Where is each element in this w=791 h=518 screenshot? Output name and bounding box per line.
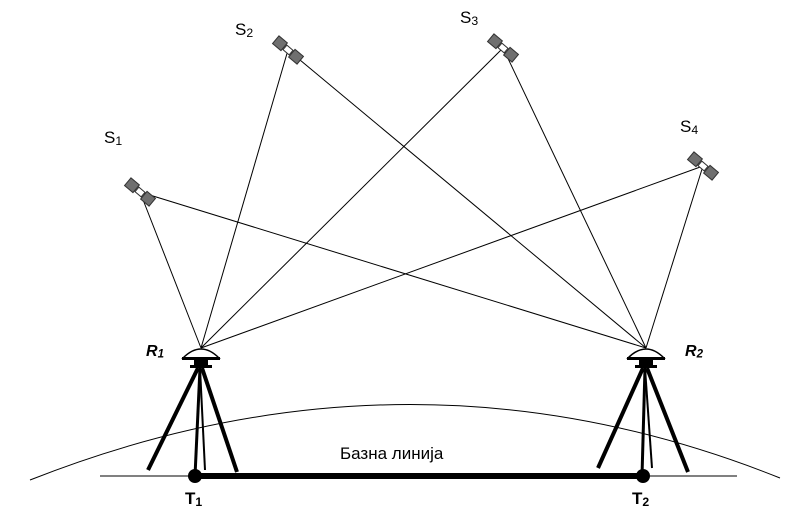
signal-lines bbox=[139, 47, 704, 349]
satellite-label-s4: S4 bbox=[680, 117, 699, 137]
signal-s1-r2 bbox=[139, 191, 647, 349]
baseline-label: Базна линија bbox=[340, 444, 444, 463]
satellite-label-s3: S3 bbox=[460, 8, 479, 28]
point-label-t2: T2 bbox=[632, 489, 650, 509]
point-t1-marker bbox=[188, 469, 202, 483]
tripod-icon bbox=[596, 367, 690, 477]
signal-s2-r1 bbox=[200, 49, 289, 349]
signal-s4-r2 bbox=[645, 165, 704, 349]
satellite-icon bbox=[123, 177, 157, 207]
signal-s2-r2 bbox=[287, 49, 647, 349]
receiver-label-r2: R2 bbox=[685, 343, 703, 361]
satellite-icon bbox=[271, 35, 305, 65]
point-label-t1: T1 bbox=[185, 489, 203, 509]
satellite-icon bbox=[686, 151, 720, 181]
signal-s4-r1 bbox=[200, 165, 704, 349]
satellite-label-s2: S2 bbox=[235, 20, 254, 40]
earth-surface-arc bbox=[29, 404, 781, 481]
signal-s1-r1 bbox=[139, 191, 202, 349]
signal-s3-r1 bbox=[200, 47, 504, 349]
point-t2-marker bbox=[636, 469, 650, 483]
tripod-icon bbox=[146, 367, 239, 477]
satellite-icon bbox=[486, 33, 520, 63]
satellite-label-s1: S1 bbox=[104, 128, 123, 148]
receiver-label-r1: R1 bbox=[146, 343, 164, 361]
gnss-antenna-icon bbox=[626, 348, 666, 368]
gnss-antenna-icon bbox=[181, 348, 221, 368]
signal-s3-r2 bbox=[502, 47, 647, 349]
